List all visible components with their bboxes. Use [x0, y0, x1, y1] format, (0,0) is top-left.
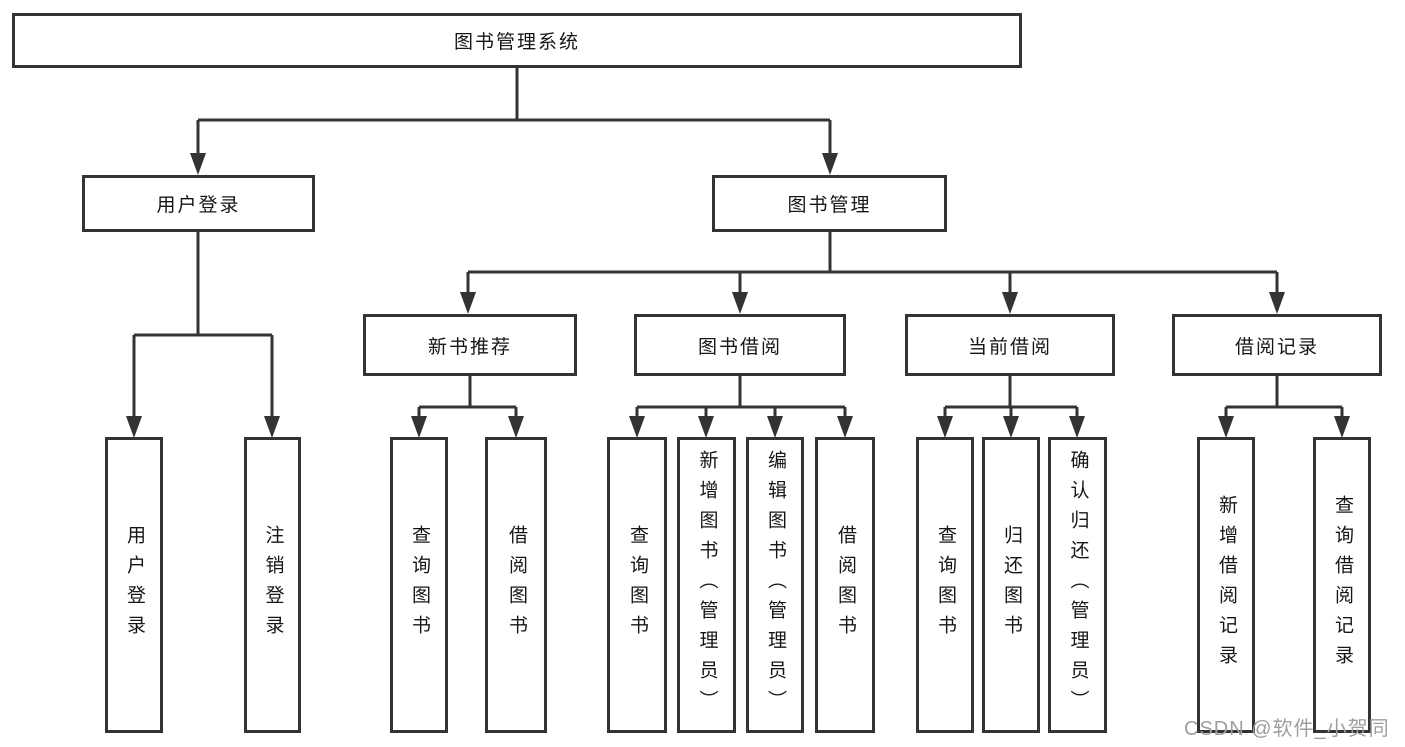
node-edit-book-admin: 编辑图书（管理员）	[746, 437, 804, 733]
watermark: CSDN @软件_小贺同学	[1184, 718, 1390, 740]
node-query-borrow-record: 查询借阅记录	[1313, 437, 1371, 733]
node-add-book-admin: 新增图书（管理员）	[677, 437, 736, 733]
node-user-login: 用户登录	[82, 175, 315, 232]
node-recommend-query-books: 查询图书	[390, 437, 448, 733]
node-recommend-borrow-books: 借阅图书	[485, 437, 547, 733]
node-user-login-leaf: 用户登录	[105, 437, 163, 733]
node-current-borrowing: 当前借阅	[905, 314, 1115, 376]
node-borrowing-records: 借阅记录	[1172, 314, 1382, 376]
node-current-query-books: 查询图书	[916, 437, 974, 733]
node-logout: 注销登录	[244, 437, 301, 733]
node-borrowing-borrow-books: 借阅图书	[815, 437, 875, 733]
node-add-borrow-record: 新增借阅记录	[1197, 437, 1255, 733]
node-confirm-return-admin: 确认归还（管理员）	[1048, 437, 1107, 733]
node-borrowing-query-books: 查询图书	[607, 437, 667, 733]
node-library-management-system: 图书管理系统	[12, 13, 1022, 68]
node-book-borrowing: 图书借阅	[634, 314, 846, 376]
node-return-books: 归还图书	[982, 437, 1040, 733]
node-book-management: 图书管理	[712, 175, 947, 232]
node-new-book-recommend: 新书推荐	[363, 314, 577, 376]
